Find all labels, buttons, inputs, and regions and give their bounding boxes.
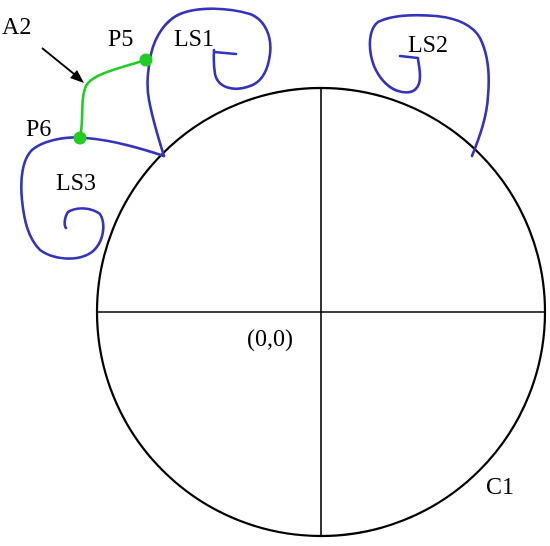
label-a2: A2 [2, 14, 31, 40]
point-p6-marker [73, 131, 87, 145]
scroll-curve-ls2 [368, 13, 491, 158]
label-p6: P6 [26, 116, 51, 142]
arc-a2-pointer [41, 47, 80, 79]
label-origin: (0,0) [247, 326, 293, 352]
arrowhead-icon [70, 70, 84, 83]
label-p5: P5 [108, 26, 133, 52]
scroll-curve-ls1 [146, 7, 272, 158]
label-ls1: LS1 [174, 26, 214, 52]
label-ls3: LS3 [56, 170, 96, 196]
label-c1: C1 [486, 474, 514, 500]
label-ls2: LS2 [408, 32, 448, 58]
arc-a2 [78, 58, 148, 140]
point-p5-marker [139, 53, 153, 67]
